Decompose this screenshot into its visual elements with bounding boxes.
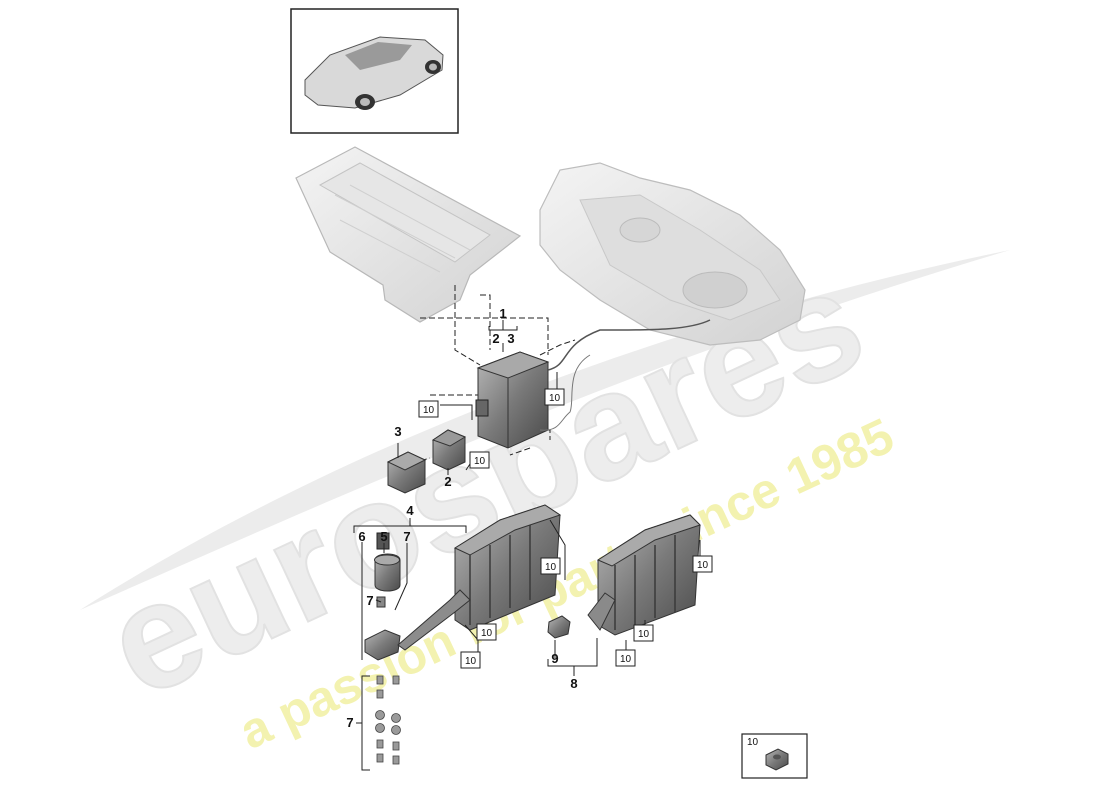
ref-box-label: 10 (620, 654, 632, 665)
ref-box-label: 10 (638, 629, 650, 640)
part-9-cap (547, 615, 571, 639)
charcoal-canister (475, 351, 550, 449)
ref-box: 10 (615, 649, 636, 667)
ref-box-label: 10 (465, 656, 477, 667)
part-8-canister (587, 514, 701, 636)
hose-branch (539, 354, 591, 431)
legend-box: 10 (741, 733, 808, 779)
ref-box-label: 10 (474, 456, 486, 467)
part-3-bracket (386, 451, 427, 494)
ref-box-label: 10 (549, 393, 561, 404)
part-labels: 1 2 3 3 2 4 6 5 7 7 7 9 8 (346, 306, 577, 730)
watermark: eurospares a passion for parts since 198… (80, 234, 1010, 760)
ref-box: 10 (418, 400, 439, 418)
ref-box: 10 (476, 623, 497, 641)
label-part-7: 7 (403, 529, 410, 544)
label-part-2: 2 (444, 474, 451, 489)
label-part-1: 1 (499, 306, 506, 321)
car-image (304, 36, 444, 110)
ref-box: 10 (633, 624, 654, 642)
label-part-5: 5 (380, 529, 387, 544)
ref-box: 10 (540, 557, 561, 575)
label-part-2: 2 (492, 331, 499, 346)
part-4-canister (453, 504, 562, 631)
ref-box: 10 (460, 651, 481, 669)
ref-box-label: 10 (423, 405, 435, 416)
leader-lines (353, 320, 701, 771)
fuel-tank (539, 162, 806, 346)
label-part-8: 8 (570, 676, 577, 691)
ref-box: 10 (544, 388, 565, 406)
label-part-4: 4 (406, 503, 414, 518)
label-part-9: 9 (551, 651, 558, 666)
part-4-valve (364, 589, 471, 661)
ref-box: 10 (692, 555, 713, 573)
luggage-tray (295, 146, 522, 323)
car-thumbnail (290, 8, 459, 134)
part-7-screws (375, 675, 401, 765)
ref-box-label: 10 (545, 562, 557, 573)
hose (547, 319, 711, 371)
label-part-6: 6 (358, 529, 365, 544)
ref-box-label: 10 (481, 628, 493, 639)
nut-icon (765, 748, 789, 771)
label-part-3: 3 (507, 331, 514, 346)
label-part-7: 7 (366, 593, 373, 608)
label-part-3: 3 (394, 424, 401, 439)
ref-box-label: 10 (697, 560, 709, 571)
label-part-7: 7 (346, 715, 353, 730)
part-2-valve (431, 429, 467, 471)
reference-boxes: 10 10 10 10 10 10 10 10 (418, 388, 713, 669)
legend-label: 10 (747, 737, 759, 748)
part-5-sensor (374, 532, 401, 592)
ref-box: 10 (469, 451, 490, 469)
